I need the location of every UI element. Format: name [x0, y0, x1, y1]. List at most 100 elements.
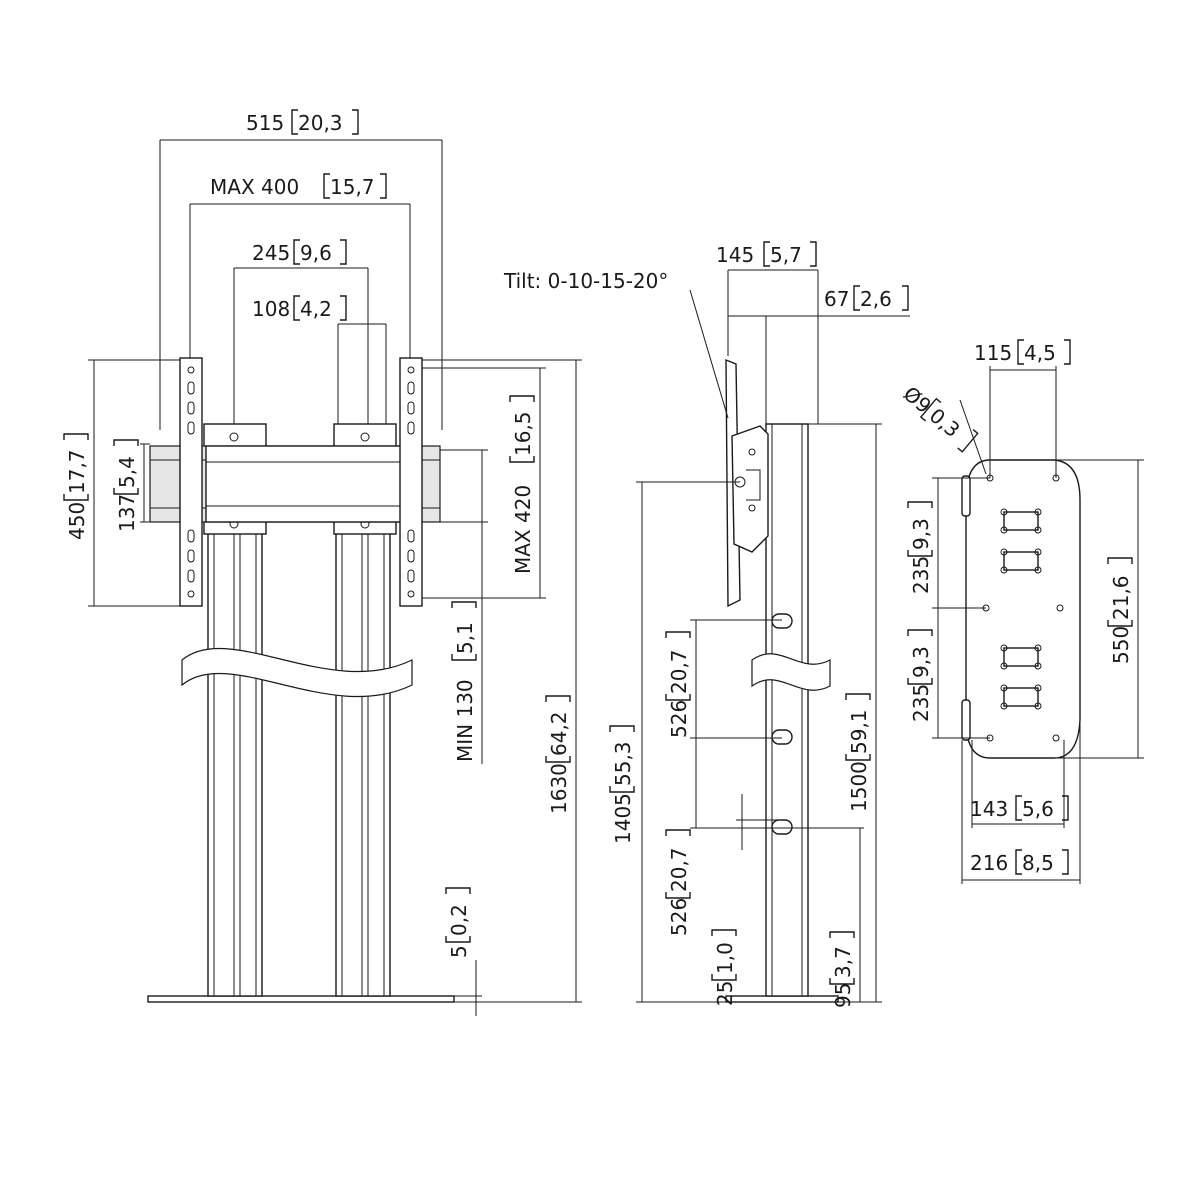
svg-text:4,2: 4,2 — [300, 297, 332, 321]
svg-text:115: 115 — [974, 341, 1012, 365]
svg-text:526: 526 — [667, 898, 691, 936]
svg-text:9,3: 9,3 — [909, 646, 933, 678]
front-base-plate — [147, 995, 455, 1003]
base-dim-550: 550 21,6 — [1107, 557, 1133, 664]
side-pin-mid — [771, 729, 793, 745]
svg-text:8,5: 8,5 — [1022, 851, 1054, 875]
svg-text:5,6: 5,6 — [1022, 797, 1054, 821]
base-bracket-1 — [1000, 508, 1042, 534]
svg-text:1500: 1500 — [847, 761, 871, 812]
svg-text:1,0: 1,0 — [713, 942, 737, 974]
base-bracket-2 — [1000, 548, 1042, 574]
side-base-plate — [725, 995, 839, 1003]
side-tilt-mechanism — [731, 425, 769, 553]
svg-text:1405: 1405 — [611, 793, 635, 844]
base-dim-143: 143 5,6 — [970, 795, 1069, 821]
svg-text:235: 235 — [909, 684, 933, 722]
front-extension-lines — [88, 140, 582, 1003]
svg-text:2,6: 2,6 — [860, 287, 892, 311]
front-dim-min130: MIN 130 5,1 — [451, 601, 477, 762]
side-dimension-lines — [641, 269, 910, 1002]
svg-text:245: 245 — [252, 241, 290, 265]
svg-text:108: 108 — [252, 297, 290, 321]
front-vesa-arm-left — [179, 357, 203, 607]
svg-text:Ø9: Ø9 — [899, 381, 936, 418]
svg-text:MIN 130: MIN 130 — [453, 679, 477, 762]
base-bracket-4 — [1000, 684, 1042, 710]
svg-text:95: 95 — [831, 983, 855, 1008]
side-extension-lines — [636, 270, 882, 1003]
svg-text:5,1: 5,1 — [453, 622, 477, 654]
front-dim-max400: MAX 400 15,7 — [210, 173, 387, 199]
svg-text:59,1: 59,1 — [847, 709, 871, 754]
svg-text:137: 137 — [115, 494, 139, 532]
front-dim-515: 515 20,3 — [246, 109, 359, 135]
svg-text:5: 5 — [447, 945, 471, 958]
side-pin-top — [771, 613, 793, 629]
svg-text:4,5: 4,5 — [1024, 341, 1056, 365]
svg-text:216: 216 — [970, 851, 1008, 875]
front-vesa-arm-right — [399, 357, 423, 607]
base-bracket-3 — [1000, 644, 1042, 670]
side-dim-526a: 526 20,7 — [665, 631, 691, 738]
base-plate-view: 115 4,5 Ø9 0,3 235 9,3 235 9,3 550 21,6 … — [899, 339, 1144, 884]
svg-text:MAX 400: MAX 400 — [210, 175, 299, 199]
side-dim-25: 25 1,0 — [711, 929, 737, 1006]
side-dim-1500: 1500 59,1 — [845, 693, 871, 812]
front-view: 515 20,3 MAX 400 15,7 245 9,6 108 4,2 45… — [63, 109, 582, 1016]
front-left-column — [207, 529, 263, 997]
svg-text:67: 67 — [824, 287, 849, 311]
front-dim-450: 450 17,7 — [63, 433, 89, 540]
base-extension-lines — [932, 366, 1144, 884]
svg-text:5,7: 5,7 — [770, 243, 802, 267]
svg-text:17,7: 17,7 — [65, 449, 89, 494]
front-dim-245: 245 9,6 — [252, 239, 347, 265]
base-dim-235a: 235 9,3 — [907, 501, 933, 594]
svg-text:MAX 420: MAX 420 — [511, 485, 535, 574]
side-dim-1405: 1405 55,3 — [609, 725, 635, 844]
base-dim-115: 115 4,5 — [974, 339, 1071, 365]
side-dim-526b: 526 20,7 — [665, 829, 691, 936]
svg-text:0,3: 0,3 — [925, 403, 965, 442]
svg-text:235: 235 — [909, 556, 933, 594]
side-dim-145: 145 5,7 — [716, 241, 817, 267]
svg-text:15,7: 15,7 — [330, 175, 375, 199]
side-view: Tilt: 0-10-15-20° 145 5,7 67 2,6 526 20,… — [503, 241, 910, 1008]
svg-text:16,5: 16,5 — [511, 411, 535, 456]
side-pin-bottom — [771, 819, 793, 835]
svg-text:1630: 1630 — [547, 763, 571, 814]
svg-text:450: 450 — [65, 502, 89, 540]
svg-text:526: 526 — [667, 700, 691, 738]
front-right-column — [335, 529, 391, 997]
svg-text:145: 145 — [716, 243, 754, 267]
svg-text:5,4: 5,4 — [115, 456, 139, 488]
front-dim-1630: 1630 64,2 — [545, 695, 571, 814]
base-dimension-lines — [937, 369, 1139, 881]
svg-text:20,7: 20,7 — [667, 649, 691, 694]
base-dim-235b: 235 9,3 — [907, 629, 933, 722]
front-dim-5: 5 0,2 — [445, 887, 471, 958]
svg-text:143: 143 — [970, 797, 1008, 821]
svg-text:21,6: 21,6 — [1109, 575, 1133, 620]
side-column — [765, 423, 809, 997]
front-break-symbol — [181, 647, 413, 698]
side-dim-95: 95 3,7 — [829, 931, 855, 1008]
front-dim-108: 108 4,2 — [252, 295, 347, 321]
svg-text:20,7: 20,7 — [667, 847, 691, 892]
front-dim-max420: MAX 420 16,5 — [509, 395, 535, 574]
side-dim-67: 67 2,6 — [824, 285, 909, 311]
svg-text:3,7: 3,7 — [831, 946, 855, 978]
front-dim-137: 137 5,4 — [113, 439, 139, 532]
svg-text:25: 25 — [713, 981, 737, 1006]
svg-text:9,6: 9,6 — [300, 241, 332, 265]
svg-text:515: 515 — [246, 111, 284, 135]
base-dim-216: 216 8,5 — [970, 849, 1069, 875]
svg-text:550: 550 — [1109, 626, 1133, 664]
front-dimension-lines — [93, 139, 577, 1016]
svg-text:64,2: 64,2 — [547, 711, 571, 756]
svg-text:55,3: 55,3 — [611, 741, 635, 786]
side-break-symbol — [751, 653, 831, 691]
side-tilt-label: Tilt: 0-10-15-20° — [503, 269, 668, 293]
svg-text:20,3: 20,3 — [298, 111, 343, 135]
